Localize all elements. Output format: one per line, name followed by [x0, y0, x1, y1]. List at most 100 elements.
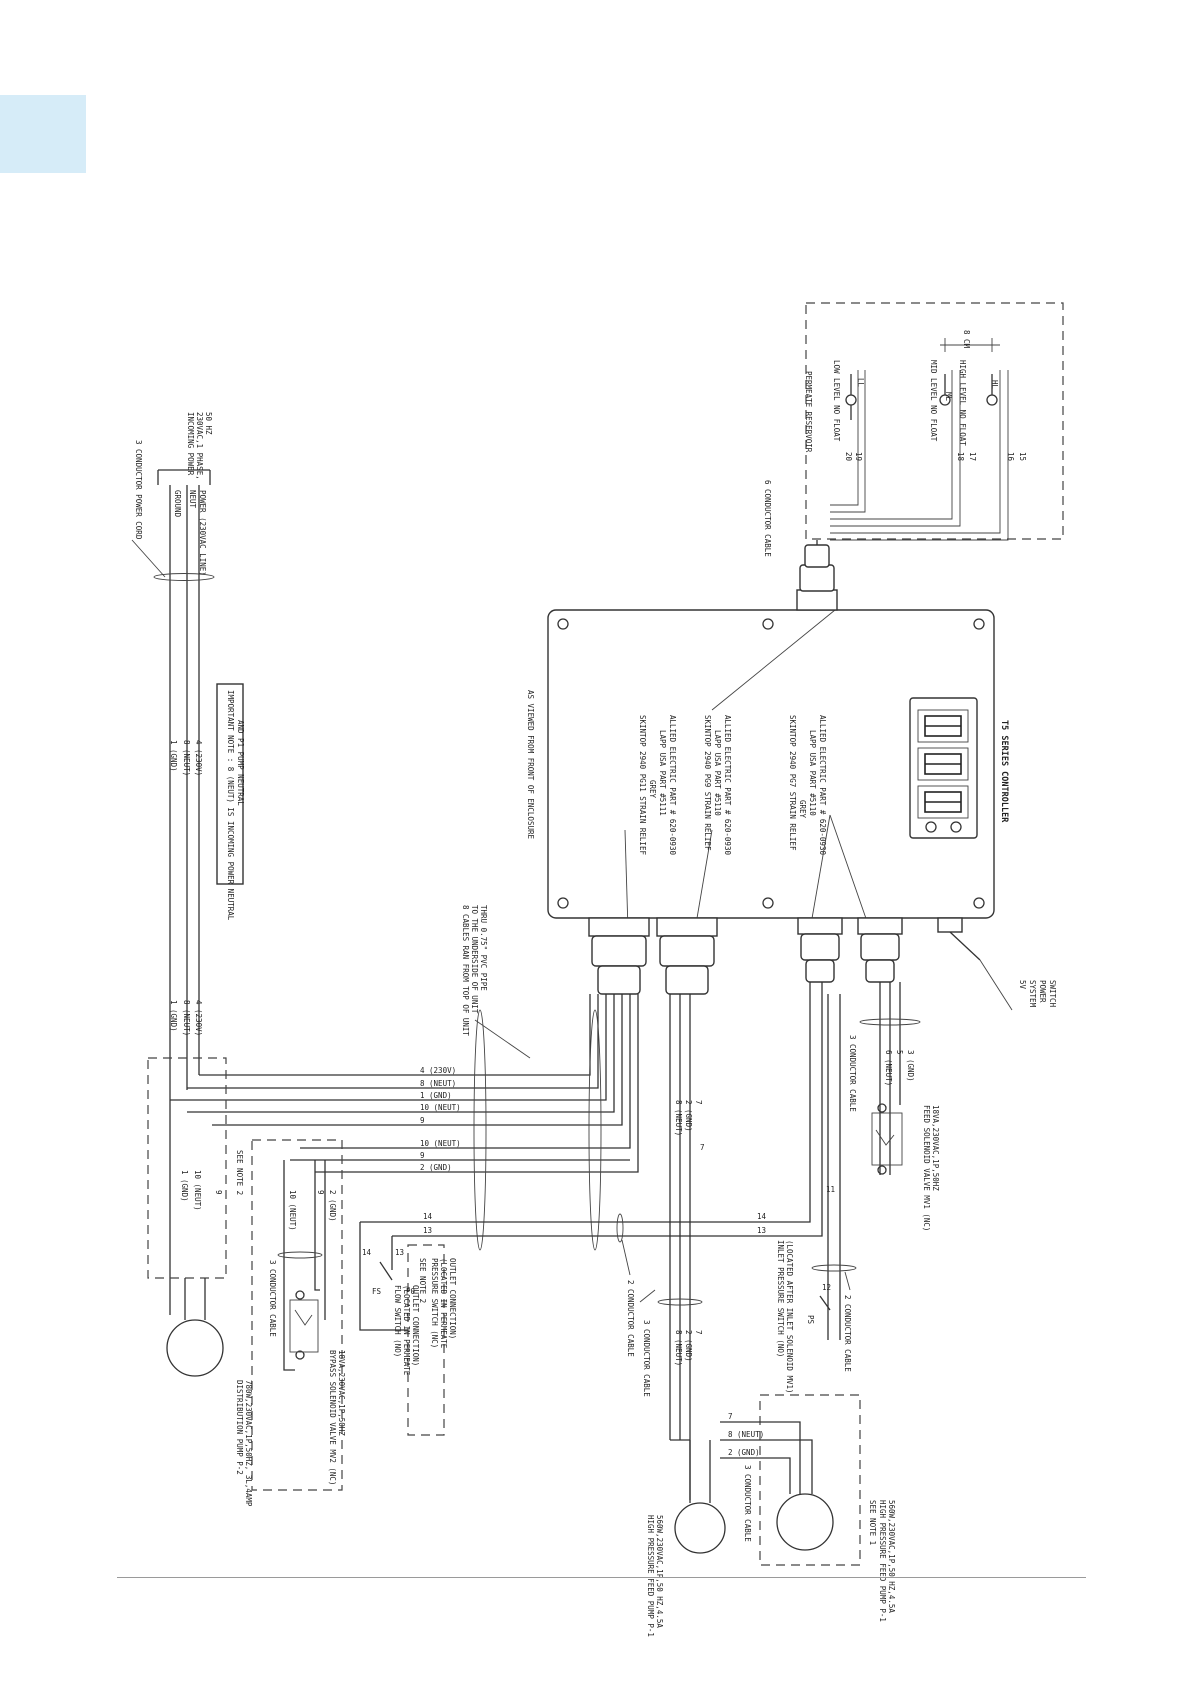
inlet-pressure-switch: 2 CONDUCTOR CABLE INLET PRESSURE SWITCH … — [700, 994, 857, 1394]
hp2-cable: 3 CONDUCTOR CABLE — [743, 1465, 752, 1542]
reservoir-title: PERMEATE RESERVOIR — [804, 371, 813, 453]
left-gnd-label-2: 1 (GND) — [169, 1000, 178, 1032]
terminal-16: 16 — [1006, 452, 1015, 462]
left-neut-label: 8 (NEUT) — [182, 740, 191, 776]
relief-left-4: ALLIED ELECTRIC PART # 620-0930 — [668, 715, 677, 855]
relief-top-2: LAPP USA PART #5110 — [713, 730, 722, 816]
see-note-1: SEE NOTE 1 — [868, 1500, 877, 1545]
relief-left-2: GREY — [648, 780, 657, 799]
power-neut-label: NEUT — [188, 490, 197, 509]
see-note-2-bypass: SEE NOTE 2 — [235, 1150, 244, 1195]
inlet-switch-loc: (LOCATED AFTER INLET SOLENOID MV1) — [785, 1240, 794, 1394]
page-tab-marker — [0, 95, 86, 173]
hp-pump-1: 8 (NEUT) 2 (GND) 7 8 (NEUT) 2 (GND) 7 3 … — [639, 994, 726, 1637]
hp1-gnd-a: 2 (GND) — [684, 1100, 693, 1132]
bypass-cable: 3 CONDUCTOR CABLE — [268, 1260, 277, 1337]
dist-pump-spec: 780W,230VAC,1P,50HZ, 3L,4AMP — [244, 1380, 253, 1507]
distribution-pump: 1 (GND) 10 (NEUT) 9 DISTRIBUTION PUMP P-… — [166, 1170, 253, 1507]
power-ground-label: GROUND — [173, 490, 182, 518]
wire-bus: 4 (230V) 8 (NEUT) 1 (GND) 10 (NEUT) 9 10… — [170, 994, 639, 1251]
inlet-switch-title: INLET PRESSURE SWITCH (NO) — [776, 1240, 785, 1357]
reservoir-text: PERMEATE RESERVOIR LOW LEVEL NO FLOAT MI… — [763, 330, 1027, 557]
hp1-neut-b: 8 (NEUT) — [674, 1330, 683, 1366]
mid-level-switch-label: MID LEVEL NO FLOAT — [929, 360, 938, 442]
controller-display — [909, 697, 978, 839]
bus-label-neut: 8 (NEUT) — [420, 1079, 456, 1088]
relief-right-3: LAPP USA PART #5110 — [808, 730, 817, 816]
terminal-20: 20 — [844, 452, 853, 462]
bus-14-right: 14 — [757, 1212, 767, 1221]
bus-7: 7 — [700, 1143, 705, 1152]
float-switches — [830, 338, 1009, 541]
power-line-label: POWER (230VAC LINE) — [198, 490, 207, 576]
p0-tag: P0 — [406, 1287, 416, 1296]
power-switch-5v: 5V — [1018, 980, 1027, 990]
bypass-spec: 18VA,230VAC,1P,50HZ — [337, 1350, 346, 1436]
distribution-wiring-box — [147, 1057, 227, 1279]
terminal-17: 17 — [968, 452, 977, 461]
ps-tag: PS — [806, 1315, 815, 1325]
feed-valve-spec: 18VA,230VAC,1P,50HZ — [931, 1105, 940, 1191]
pressure-switch-loc1: (LOCATED IN PERMEATE — [439, 1258, 448, 1349]
hl-tag: HL — [990, 380, 999, 390]
bypass-neut: 10 (NEUT) — [288, 1190, 297, 1231]
relief-left-1: SKINTOP 2940 PG11 STRAIN RELIEF — [638, 715, 647, 855]
terminal-19: 19 — [854, 452, 863, 461]
left-230v-label-2: 4 (230V) — [194, 1000, 203, 1036]
incoming-power-hz: 50 HZ — [204, 412, 213, 435]
feed-5: 5 — [895, 1050, 904, 1055]
low-level-switch-label: LOW LEVEL NO FLOAT — [832, 360, 841, 442]
bypass-title: BYPASS SOLENOID VALVE MV2 (NC) — [328, 1350, 337, 1485]
terminal-18: 18 — [956, 452, 965, 462]
bypass-valve-box — [251, 1139, 343, 1491]
relief-right-4: ALLIED ELECTRIC PART # 620-0930 — [818, 715, 827, 855]
bus-label-9: 9 — [420, 1116, 425, 1125]
flow-switch-loc1: (LOCATED IN PERMEATE — [402, 1285, 411, 1376]
important-note-box — [216, 683, 244, 885]
bottom-cable-glands: 5V SYSTEM POWER SWITCH — [588, 917, 1057, 1011]
important-note-line1: IMPORTANT NOTE : 8 (NEUT) IS INCOMING PO… — [226, 690, 235, 921]
hp1-cable: 3 CONDUCTOR CABLE — [642, 1320, 651, 1397]
dist-9: 9 — [214, 1190, 223, 1195]
cable-note-3: THRU 0.75" PVC PIPE — [479, 905, 488, 991]
bypass-gnd: 2 (GND) — [328, 1190, 337, 1222]
svg-text:14: 14 — [362, 1248, 372, 1257]
hp-pump-2-box — [759, 1394, 861, 1566]
incoming-power-spec: 230VAC,1 PHASE, — [195, 412, 204, 480]
feed-valve-title: FEED SOLENOID VALVE MV1 (NC) — [922, 1105, 931, 1231]
feed-valve-cable: 3 CONDUCTOR CABLE — [848, 1035, 857, 1112]
bus-label-10neut-b: 10 (NEUT) — [420, 1139, 461, 1148]
hp-pump-2: 7 8 (NEUT) 2 (GND) 3 CONDUCTOR CABLE SEE… — [720, 1412, 896, 1622]
flow-switch-title: FLOW SWITCH (NO) — [393, 1285, 402, 1357]
power-switch-power: POWER — [1038, 980, 1047, 1003]
cable-note-1: 8 CABLES RAN FROM TOP OF UNIT — [461, 905, 470, 1036]
hp2-title: HIGH PRESSURE FEED PUMP P-1 — [878, 1500, 887, 1622]
inlet-switch-cable: 2 CONDUCTOR CABLE — [843, 1295, 852, 1372]
feed-neut: 6 (NEUT) — [884, 1050, 893, 1086]
high-level-switch-label: HIGH LEVEL NO FLOAT — [958, 360, 967, 446]
bus-11: 11 — [826, 1185, 835, 1194]
dist-pump-title: DISTRIBUTION PUMP P-2 — [235, 1380, 244, 1475]
hp1-7-a: 7 — [694, 1100, 703, 1105]
incoming-power: INCOMING POWER 230VAC,1 PHASE, 50 HZ 3 C… — [131, 412, 215, 1315]
dist-gnd: 1 (GND) — [180, 1170, 189, 1202]
cable-note-2: TO THE UNDERSIDE OF UNIT — [470, 905, 479, 1014]
bus-label-9-b: 9 — [420, 1151, 425, 1160]
bus-label-10neut: 10 (NEUT) — [420, 1103, 461, 1112]
float-spacing-dim: 8 CM — [962, 330, 971, 349]
pressure-flow-switches: SEE NOTE 2 PRESSURE SWITCH (NC) (LOCATED… — [372, 1258, 457, 1376]
display-digits — [924, 715, 962, 813]
switch-box — [407, 1244, 445, 1436]
pressure-switch-loc2: OUTLET CONNECTION) — [448, 1258, 457, 1339]
hp2-7: 7 — [728, 1412, 733, 1421]
bypass-valve: SEE NOTE 2 2 (GND) 9 10 (NEUT) 3 CONDUCT… — [235, 1150, 346, 1485]
bus-label-230v: 4 (230V) — [420, 1066, 456, 1075]
hp1-gnd-b: 2 (GND) — [684, 1330, 693, 1362]
relief-right-1: SKINTOP 2940 PG7 STRAIN RELIEF — [788, 715, 797, 851]
permeate-reservoir-box — [805, 302, 1064, 540]
dist-neut: 10 (NEUT) — [193, 1170, 202, 1211]
relief-left-3: LAPP USA PART #5111 — [658, 730, 667, 816]
bus-label-2gnd: 2 (GND) — [420, 1163, 452, 1172]
hp1-7-b: 7 — [694, 1330, 703, 1335]
footer-rule — [117, 1577, 1086, 1578]
